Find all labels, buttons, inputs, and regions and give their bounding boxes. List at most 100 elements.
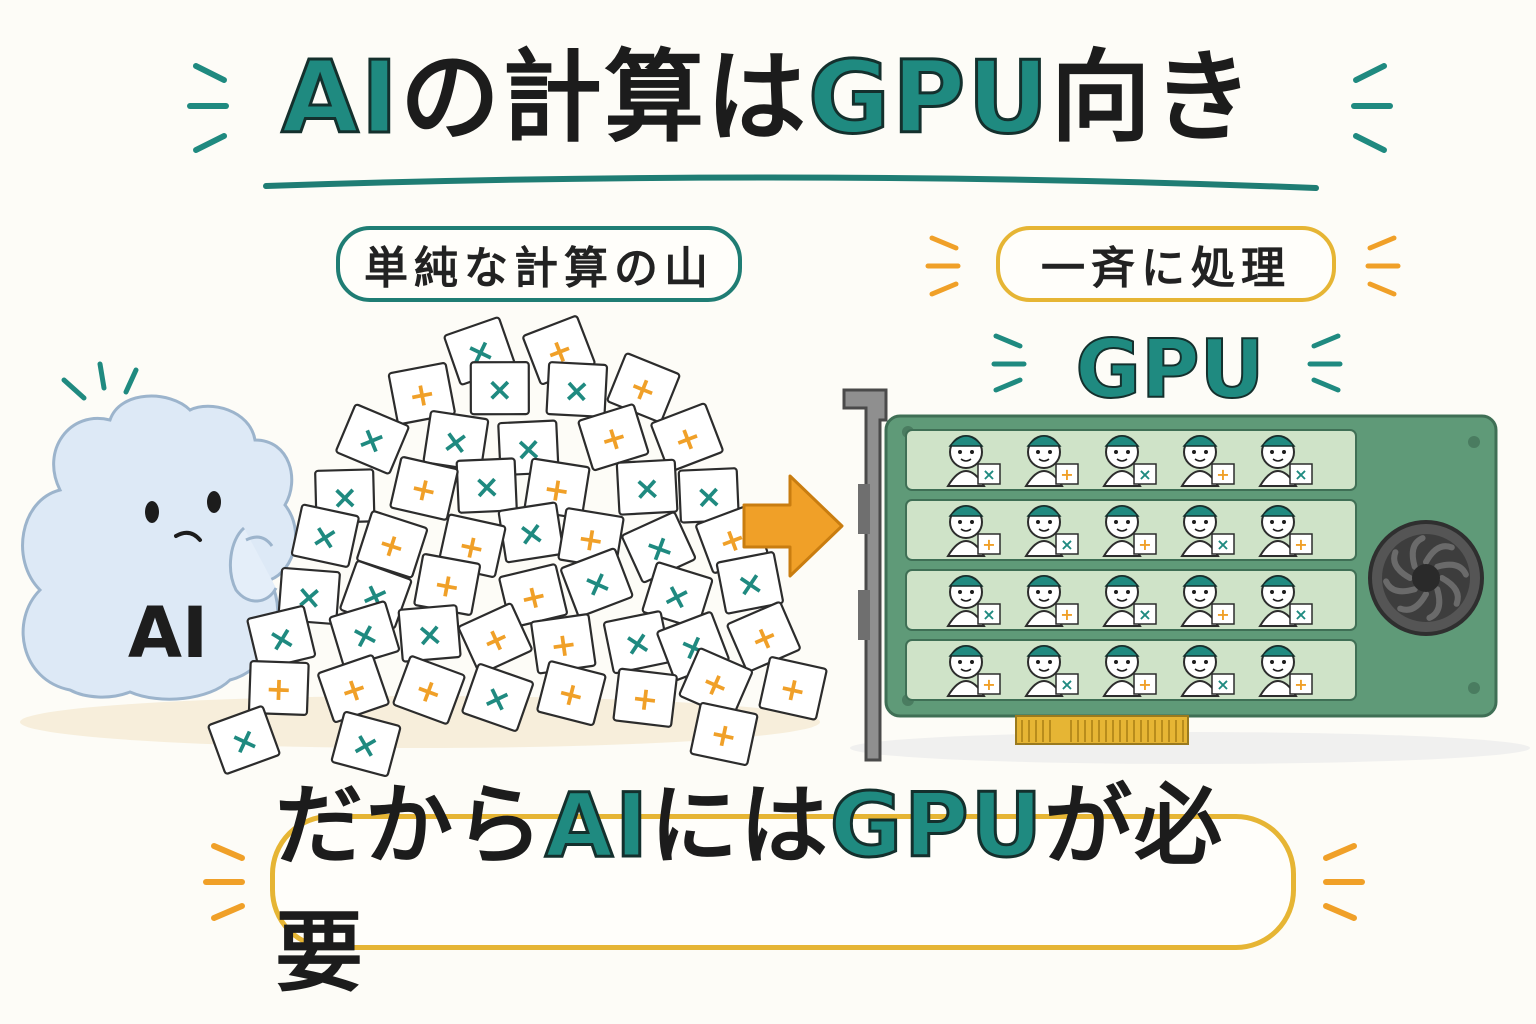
worker-icon: + bbox=[1180, 575, 1235, 627]
calculation-card: + bbox=[389, 456, 459, 521]
calculation-card: × bbox=[330, 710, 402, 778]
calculation-card: × bbox=[422, 410, 490, 472]
calculation-card: + bbox=[387, 362, 456, 426]
svg-text:×: × bbox=[562, 371, 591, 410]
title-gpu: GPU bbox=[807, 39, 1051, 156]
svg-text:+: + bbox=[265, 670, 293, 709]
calculation-card: × bbox=[497, 501, 565, 564]
sparkle-lines-icon bbox=[991, 333, 1343, 393]
title-underline bbox=[263, 174, 1319, 191]
conclusion-part-3: には bbox=[649, 774, 830, 877]
calculation-card: × bbox=[397, 604, 462, 663]
sparkle-lines-icon bbox=[203, 843, 1365, 921]
conclusion-part-5: が必要 bbox=[275, 774, 1225, 1004]
calculation-card: + bbox=[356, 510, 429, 579]
worker-icon: × bbox=[1180, 505, 1235, 557]
worker-icon: + bbox=[1102, 645, 1157, 697]
calculation-card: + bbox=[498, 563, 568, 629]
calculation-card: + bbox=[689, 701, 759, 767]
calculation-card: + bbox=[678, 647, 754, 719]
svg-text:×: × bbox=[695, 477, 723, 516]
calculation-card: + bbox=[392, 655, 466, 725]
svg-text:×: × bbox=[415, 614, 445, 654]
svg-text:×: × bbox=[440, 421, 472, 463]
svg-text:×: × bbox=[1138, 605, 1151, 624]
svg-text:+: + bbox=[1216, 465, 1229, 484]
calculation-card: × bbox=[469, 361, 530, 416]
svg-text:×: × bbox=[982, 465, 995, 484]
worker-icon: × bbox=[946, 435, 1001, 487]
calculation-card: + bbox=[317, 654, 390, 724]
title-end: 向き bbox=[1050, 39, 1255, 156]
gpu-card: ×+×+×+×+×+×+×+×+×+×+ bbox=[842, 388, 1498, 762]
svg-text:+: + bbox=[1060, 465, 1073, 484]
calculation-card: + bbox=[247, 660, 310, 716]
svg-text:×: × bbox=[515, 513, 547, 555]
calculation-card: + bbox=[758, 656, 828, 721]
fan-icon bbox=[1368, 520, 1484, 636]
calculation-card-pile: +×+××+++×××××++××××++++×××+××+×××+×+×+×+… bbox=[207, 315, 828, 778]
calculation-card: × bbox=[335, 403, 410, 475]
calculation-card: + bbox=[726, 601, 801, 673]
worker-icon: + bbox=[1258, 645, 1313, 697]
calculation-card: + bbox=[530, 613, 597, 675]
worker-icon: + bbox=[1024, 435, 1079, 487]
calculation-card: × bbox=[560, 547, 634, 618]
worker-icon: × bbox=[1102, 575, 1157, 627]
svg-text:×: × bbox=[1216, 675, 1229, 694]
gpu-bracket bbox=[842, 388, 888, 762]
calculation-card: + bbox=[413, 553, 482, 616]
svg-text:×: × bbox=[1294, 465, 1307, 484]
title-ai: AI bbox=[280, 39, 401, 156]
conclusion-ai: AI bbox=[544, 773, 650, 879]
svg-text:+: + bbox=[547, 624, 579, 665]
svg-text:×: × bbox=[1060, 535, 1073, 554]
calculation-card: × bbox=[290, 503, 360, 568]
calculation-card: + bbox=[577, 403, 650, 472]
worker-icon: × bbox=[1258, 435, 1313, 487]
sparkle-lines-icon bbox=[187, 63, 1393, 153]
svg-text:×: × bbox=[982, 605, 995, 624]
svg-text:×: × bbox=[1216, 535, 1229, 554]
calculation-card: + bbox=[457, 602, 533, 675]
calculation-card: + bbox=[612, 667, 678, 728]
worker-icon: × bbox=[1024, 505, 1079, 557]
worker-icon: + bbox=[1180, 435, 1235, 487]
worker-icon: × bbox=[1180, 645, 1235, 697]
sparkle-lines-icon bbox=[61, 361, 139, 401]
page-title: AIの計算はGPU向き bbox=[0, 46, 1536, 149]
simple-calculations-label-box: 単純な計算の山 bbox=[336, 226, 742, 302]
calculation-card: × bbox=[715, 551, 784, 615]
simple-calculations-label: 単純な計算の山 bbox=[364, 243, 714, 294]
calculation-card: × bbox=[461, 663, 534, 732]
ai-character-label: AI bbox=[127, 592, 209, 674]
svg-text:+: + bbox=[1060, 605, 1073, 624]
sparkle-lines-icon bbox=[925, 235, 1401, 297]
worker-icon: × bbox=[946, 575, 1001, 627]
svg-text:+: + bbox=[1138, 535, 1151, 554]
calculation-card: × bbox=[314, 468, 376, 524]
conclusion-gpu: GPU bbox=[828, 773, 1045, 879]
title-middle: の計算は bbox=[400, 39, 809, 156]
calculation-card: × bbox=[615, 458, 679, 516]
calculation-card: × bbox=[246, 605, 317, 671]
calculation-card: × bbox=[545, 361, 609, 418]
svg-text:×: × bbox=[633, 469, 662, 508]
worker-icon: + bbox=[1024, 575, 1079, 627]
svg-text:×: × bbox=[1294, 605, 1307, 624]
worker-icon: × bbox=[1258, 575, 1313, 627]
calculation-card: × bbox=[207, 705, 281, 775]
worker-icon: + bbox=[1258, 505, 1313, 557]
svg-text:×: × bbox=[473, 467, 501, 506]
svg-text:×: × bbox=[486, 370, 513, 408]
worker-icon: × bbox=[1102, 435, 1157, 487]
svg-text:×: × bbox=[331, 478, 359, 517]
calculation-card: × bbox=[641, 561, 714, 630]
svg-text:+: + bbox=[1294, 675, 1307, 694]
conclusion-text: だからAIにはGPUが必要 bbox=[275, 755, 1291, 1009]
conclusion-part-1: だから bbox=[275, 774, 546, 877]
svg-text:+: + bbox=[1138, 675, 1151, 694]
parallel-processing-label-box: 一斉に処理 bbox=[996, 226, 1336, 302]
